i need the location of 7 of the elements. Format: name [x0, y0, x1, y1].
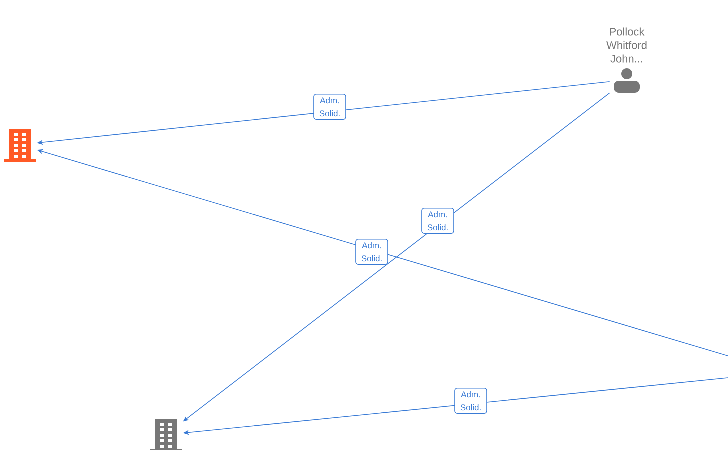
edge-label: Adm. Solid. — [454, 388, 488, 414]
building-icon — [4, 129, 36, 162]
building-icon — [150, 419, 182, 450]
edge-label: Adm. Solid. — [422, 208, 454, 234]
edge-label: Adm. Solid. — [314, 94, 346, 120]
edge-label: Adm. Solid. — [356, 238, 388, 266]
person-name: Pollock Whitford John... — [606, 28, 647, 63]
